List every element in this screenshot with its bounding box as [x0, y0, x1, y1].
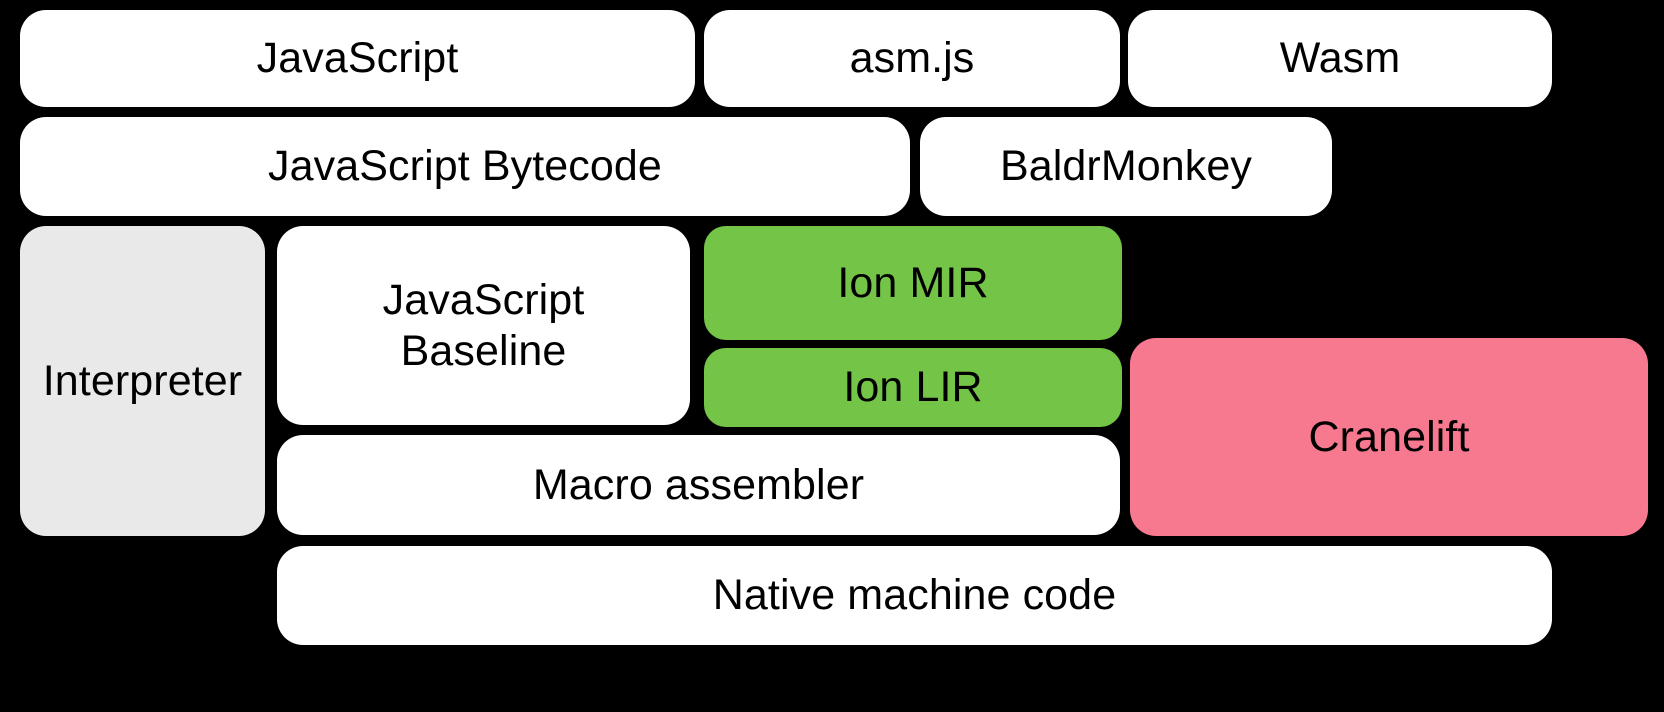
node-cranelift[interactable]: Cranelift [1130, 338, 1648, 536]
node-native-machine-code[interactable]: Native machine code [277, 546, 1552, 645]
node-javascript-bytecode[interactable]: JavaScript Bytecode [20, 117, 910, 216]
node-wasm[interactable]: Wasm [1128, 10, 1552, 107]
node-baldrmonkey[interactable]: BaldrMonkey [920, 117, 1332, 216]
node-asm-js[interactable]: asm.js [704, 10, 1120, 107]
node-ion-mir[interactable]: Ion MIR [704, 226, 1122, 340]
node-macro-assembler[interactable]: Macro assembler [277, 435, 1120, 535]
node-javascript[interactable]: JavaScript [20, 10, 695, 107]
node-interpreter[interactable]: Interpreter [20, 226, 265, 536]
node-javascript-baseline[interactable]: JavaScript Baseline [277, 226, 690, 425]
node-ion-lir[interactable]: Ion LIR [704, 348, 1122, 427]
